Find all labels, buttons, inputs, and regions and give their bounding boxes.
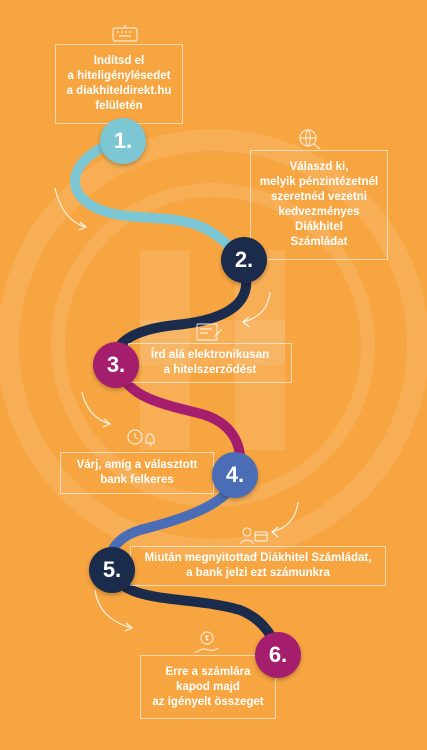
money-hand-icon (193, 630, 221, 661)
step-5-box: Miután megnyitottad Diákhitel Számládat,… (130, 546, 386, 586)
step-6-number: 6. (268, 642, 288, 667)
step-3-box: Írd alá elektronikusan a hitelszerződést (128, 343, 292, 383)
step-3-text: Írd alá elektronikusan a hitelszerződést (150, 349, 270, 376)
step-3-marker: 3. (93, 342, 139, 388)
step-1-text: Indítsd el a hiteligénylésedet a diakhit… (66, 55, 172, 112)
step-6-marker: 6. (255, 632, 301, 678)
step-4-number: 4. (225, 462, 245, 487)
step-1-marker: 1. (100, 118, 146, 164)
step-3-number: 3. (106, 352, 126, 377)
step-1-box: Indítsd el a hiteligénylésedet a diakhit… (55, 44, 183, 124)
step-5-marker: 5. (89, 547, 135, 593)
keyboard-icon (112, 24, 138, 47)
step-4-marker: 4. (212, 452, 258, 498)
contract-signature-icon (196, 322, 224, 347)
step-6-text: Erre a számlára kapod majd az igényelt ö… (152, 665, 264, 708)
clock-bell-icon (126, 426, 156, 453)
step-6-box: Erre a számlára kapod majd az igényelt ö… (140, 655, 276, 719)
step-2-text: Válaszd ki, melyik pénzintézetnél szeret… (259, 161, 379, 248)
step-2-marker: 2. (221, 237, 267, 283)
account-card-icon (240, 526, 268, 551)
step-4-text: Várj, amíg a választott bank felkeres (76, 459, 198, 486)
step-5-text: Miután megnyitottad Diákhitel Számládat,… (144, 552, 372, 579)
step-1-number: 1. (113, 128, 133, 153)
step-5-number: 5. (102, 557, 122, 582)
step-4-box: Várj, amíg a választott bank felkeres (60, 452, 214, 494)
globe-search-icon (298, 128, 322, 155)
step-2-box: Válaszd ki, melyik pénzintézetnél szeret… (250, 150, 388, 260)
step-2-number: 2. (234, 247, 254, 272)
